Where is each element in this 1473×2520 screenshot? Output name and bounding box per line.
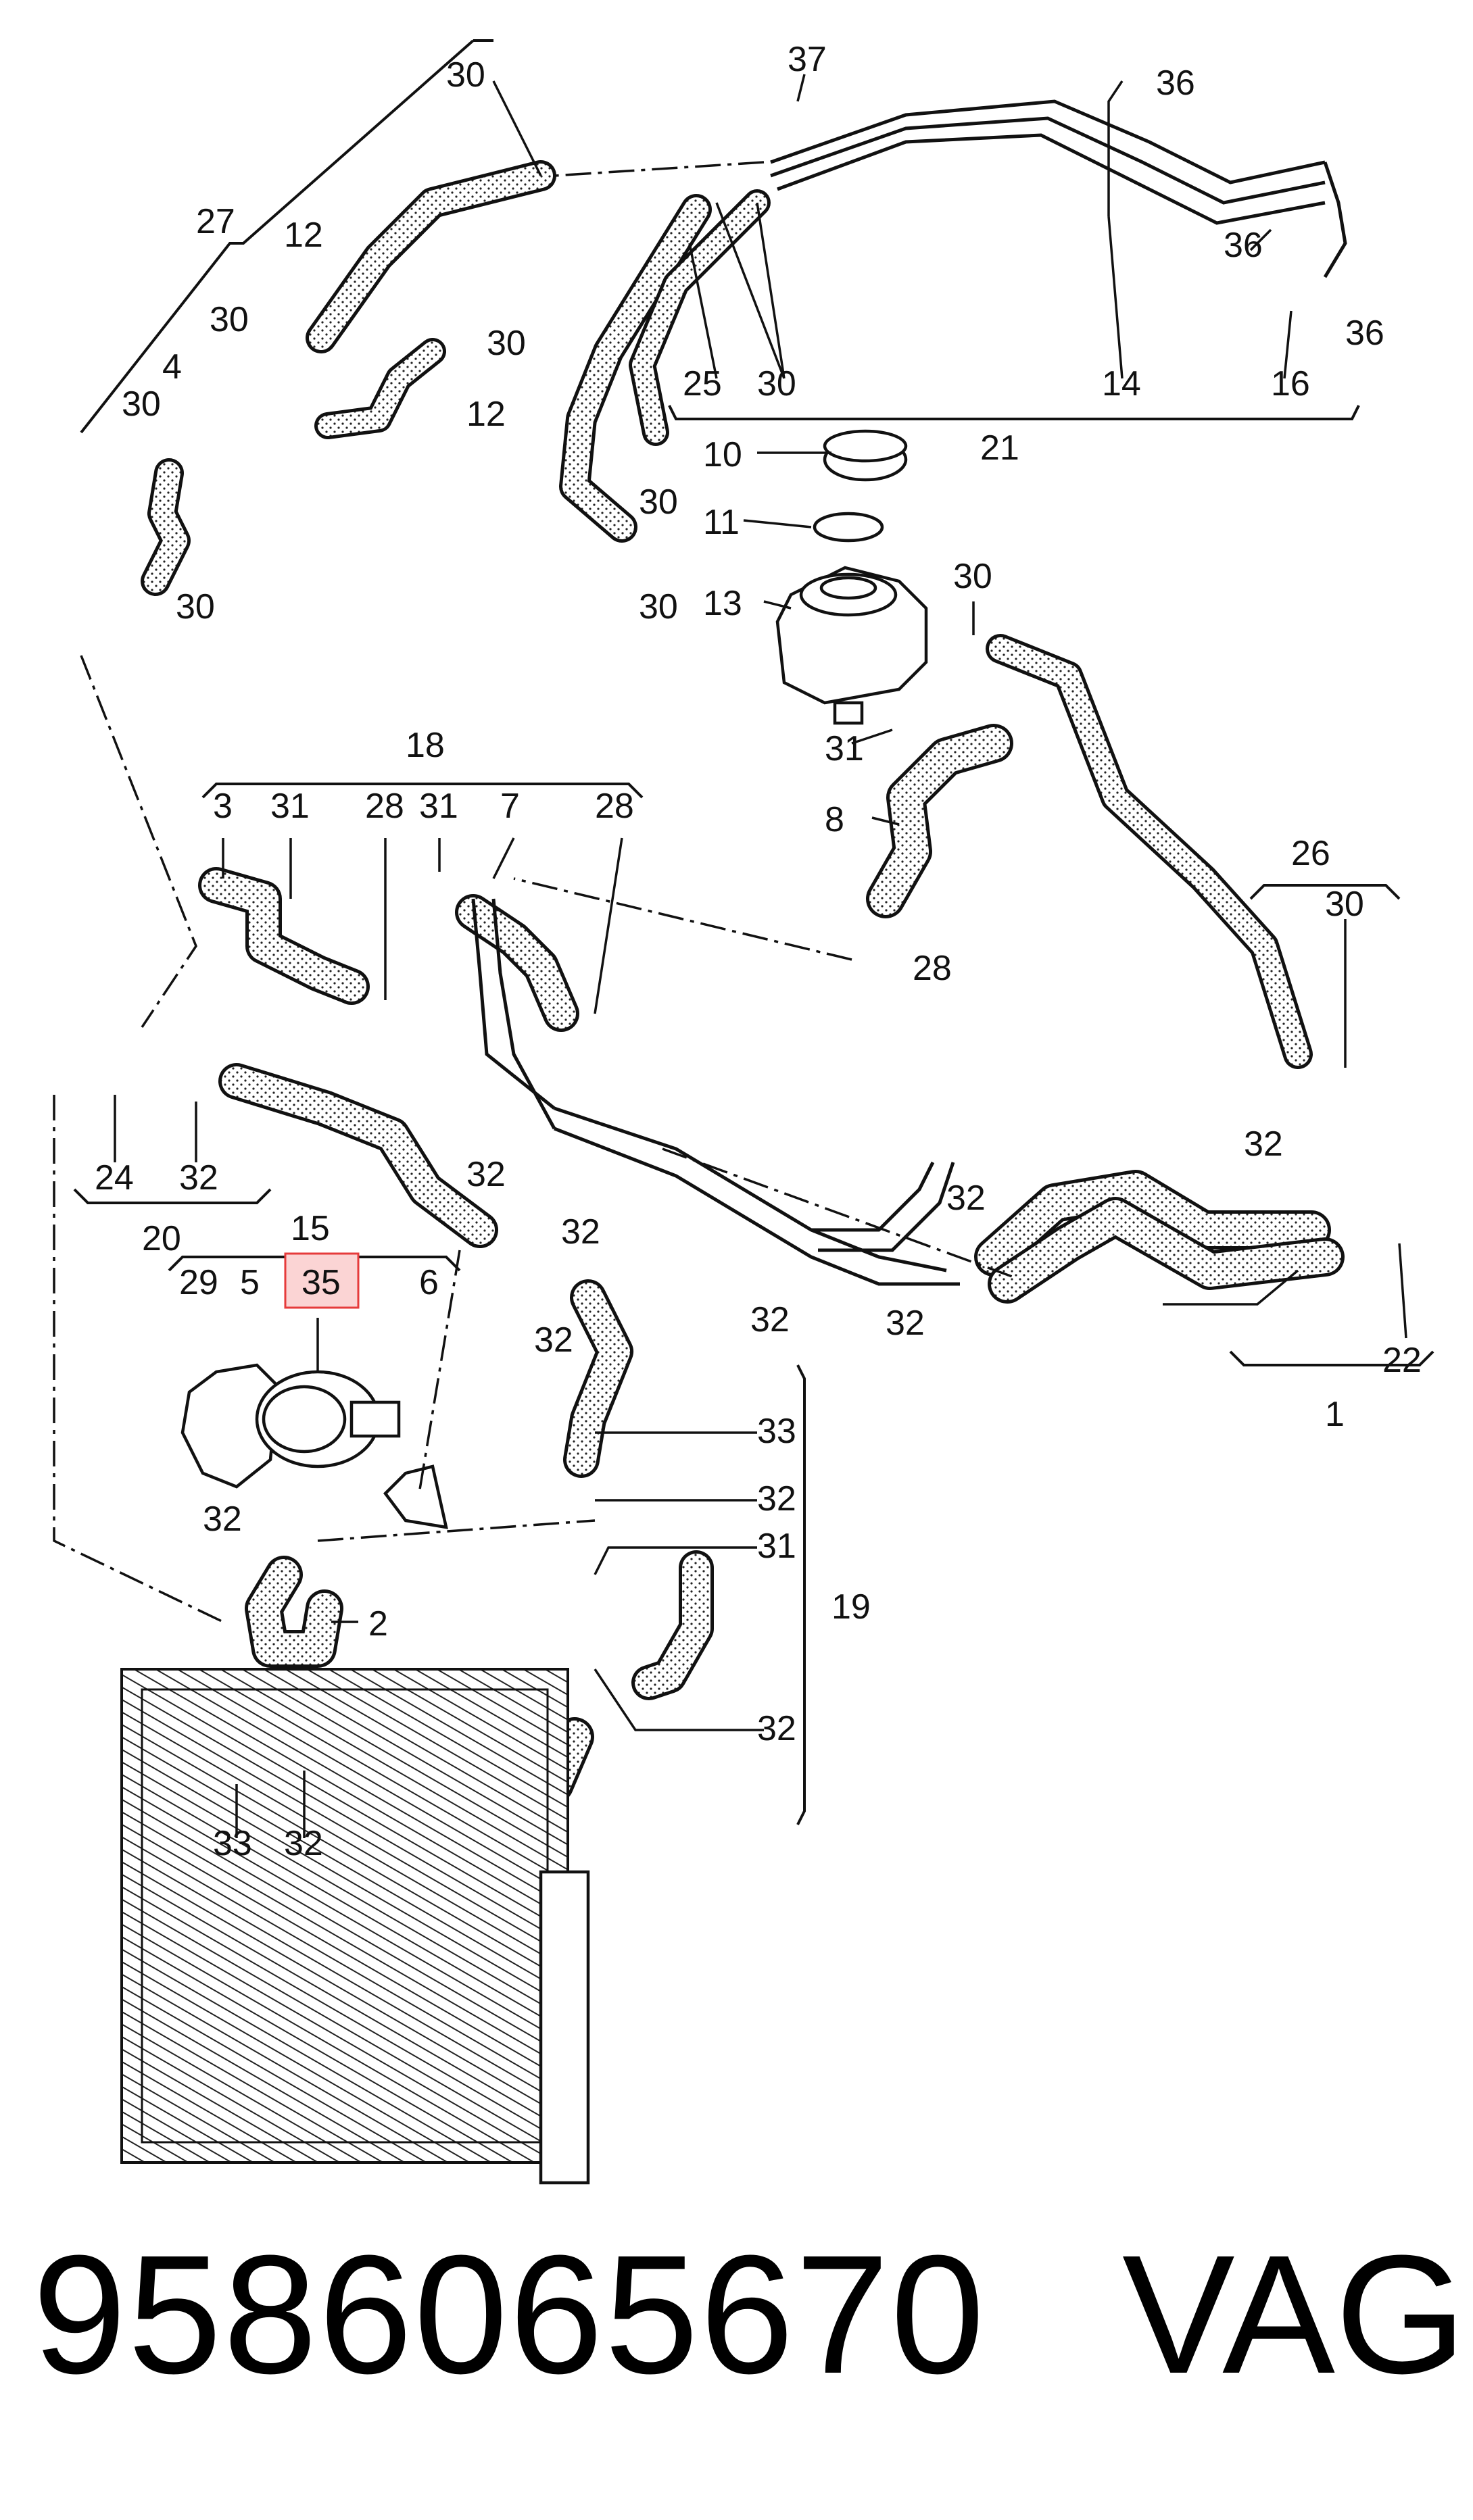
callout-30: 30 [210,300,249,339]
callout-14: 14 [1102,364,1141,403]
callout-31: 31 [757,1527,796,1566]
callout-32: 32 [561,1212,600,1252]
callout-33: 33 [213,1824,252,1863]
callout-32: 32 [284,1824,323,1863]
callout-11: 11 [703,503,740,542]
callout-30: 30 [953,557,992,596]
callout-28: 28 [595,787,634,826]
callout-21: 21 [980,428,1019,468]
callout-15: 15 [291,1209,330,1248]
callout-30: 30 [757,364,796,403]
callout-33: 33 [757,1412,796,1451]
callout-8: 8 [825,800,844,839]
callout-32: 32 [534,1320,573,1360]
callout-29: 29 [179,1263,218,1302]
callout-28: 28 [913,949,952,988]
callout-36: 36 [1345,314,1384,353]
callout-30: 30 [639,587,678,626]
callout-4: 4 [162,347,182,387]
callout-30: 30 [487,324,526,363]
callout-12: 12 [284,216,323,255]
part-number: 9586065670 [32,2220,986,2408]
callout-32: 32 [203,1500,242,1539]
hoses [141,160,1345,1844]
callout-35: 35 [301,1263,341,1302]
callout-2: 2 [368,1604,388,1644]
callout-31: 31 [419,787,458,826]
callout-32: 32 [886,1304,925,1343]
callout-labels: 30 27 12 30 4 30 12 30 30 37 36 36 36 25… [95,40,1422,1863]
callout-24: 24 [95,1158,134,1197]
callout-30: 30 [122,385,161,424]
callout-36: 36 [1156,64,1195,103]
callout-30: 30 [639,483,678,522]
pipes [471,99,1347,1286]
callout-13: 13 [703,584,742,623]
callout-3: 3 [213,787,233,826]
callout-18: 18 [406,726,445,765]
callout-30: 30 [176,587,215,626]
callout-22: 22 [1382,1341,1422,1380]
callout-12: 12 [466,395,506,434]
callout-27: 27 [196,202,235,241]
callout-32: 32 [757,1709,796,1748]
callout-25: 25 [683,364,722,403]
callout-31: 31 [825,729,864,768]
callout-32: 32 [946,1179,986,1218]
o-ring [813,512,884,543]
callout-31: 31 [270,787,310,826]
callout-leaders [114,74,1407,1838]
callout-32: 32 [179,1158,218,1197]
callout-20: 20 [142,1219,181,1258]
expansion-tank [775,566,928,725]
callout-28: 28 [365,787,404,826]
callout-32: 32 [757,1479,796,1518]
highlight-box-35 [284,1252,360,1309]
brand-name: VAG [1122,2220,1467,2408]
callout-32: 32 [1244,1125,1283,1164]
callout-5: 5 [240,1263,260,1302]
callout-36: 36 [1224,226,1263,265]
callout-32: 32 [466,1155,506,1194]
dash-lines [53,161,1015,1623]
callout-30: 30 [446,55,485,95]
callout-7: 7 [500,787,520,826]
auxiliary-water-pump [180,1363,448,1529]
callout-19: 19 [831,1587,871,1627]
hose-26 [986,634,1313,1069]
brackets [73,39,1434,1825]
callout-30: 30 [1325,885,1364,924]
callout-6: 6 [419,1263,439,1302]
callout-16: 16 [1271,364,1310,403]
filler-cap [823,429,908,482]
callout-37: 37 [788,40,827,79]
callout-26: 26 [1291,834,1330,873]
callout-10: 10 [703,435,742,474]
callout-1: 1 [1325,1395,1345,1434]
radiator [120,1668,590,2185]
callout-32: 32 [750,1300,790,1339]
